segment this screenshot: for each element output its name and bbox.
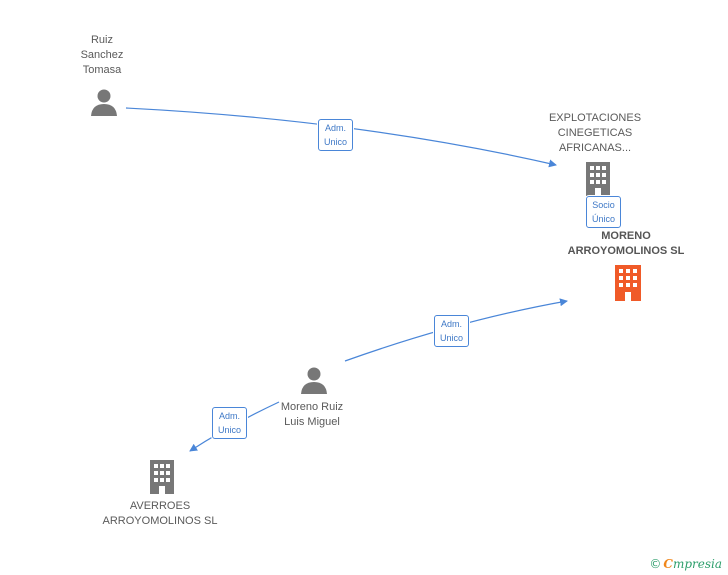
node-label-moreno-sl[interactable]: MORENO ARROYOMOLINOS SL [567,230,685,257]
node-label-moreno-ruiz[interactable]: Moreno Ruiz Luis Miguel [280,401,344,428]
relation-label-adm-unico[interactable]: Adm. Unico [318,119,354,151]
relation-label-adm-unico[interactable]: Adm. Unico [212,407,248,439]
relation-label-adm-unico[interactable]: Adm. Unico [434,315,470,347]
person-icon[interactable] [90,88,118,116]
building-main-icon[interactable] [613,265,643,301]
node-label-averroes[interactable]: AVERROES ARROYOMOLINOS SL [102,500,218,527]
brand-name: mpresia [672,557,722,571]
relation-label-socio-unico[interactable]: Socio Único [586,196,622,228]
copyright-symbol: © [649,557,662,571]
building-icon[interactable] [148,460,176,494]
brand-initial: C [663,557,673,571]
person-icon[interactable] [300,366,328,394]
building-icon[interactable] [584,162,612,196]
brand-logo[interactable]: ©Cmpresia [649,557,722,571]
node-label-ruiz[interactable]: Ruiz Sanchez Tomasa [80,34,124,76]
node-label-explotaciones[interactable]: EXPLOTACIONES CINEGETICAS AFRICANAS... [548,112,642,154]
